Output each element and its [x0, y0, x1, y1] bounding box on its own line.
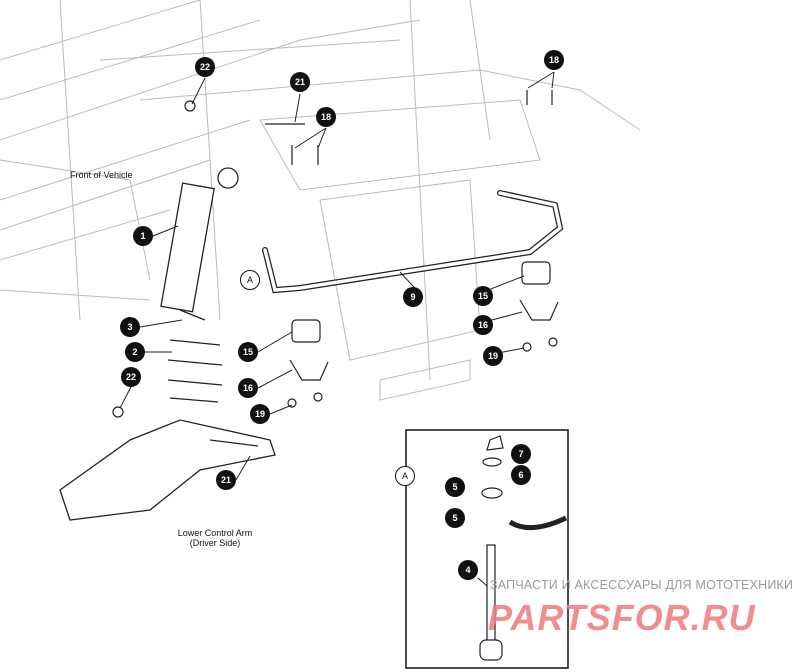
lower-control-arm-label-line1: Lower Control Arm — [177, 528, 253, 538]
watermark-subtitle: ЗАПЧАСТИ И АКСЕССУАРЫ ДЛЯ МОТОТЕХНИКИ — [490, 578, 794, 592]
callout-18: 18 — [316, 107, 336, 127]
callout-2: 2 — [125, 342, 145, 362]
callout-21: 21 — [290, 72, 310, 92]
callout-5: 5 — [445, 508, 465, 528]
lower-control-arm-label-line2: (Driver Side) — [189, 538, 241, 548]
callout-5: 5 — [445, 477, 465, 497]
callout-21: 21 — [216, 470, 236, 490]
frame-lines — [0, 0, 641, 401]
callout-19: 19 — [483, 346, 503, 366]
leader-lines — [119, 71, 555, 587]
lower-control-arm — [59, 419, 276, 521]
callout-1: 1 — [133, 226, 153, 246]
detail-marker-a: A — [240, 270, 260, 290]
callout-7: 7 — [511, 444, 531, 464]
stabilizer-link — [479, 435, 568, 661]
callout-3: 3 — [120, 317, 140, 337]
callout-18: 18 — [544, 50, 564, 70]
detail-a-box — [405, 429, 569, 669]
callout-15: 15 — [473, 286, 493, 306]
fasteners — [112, 90, 553, 418]
callout-16: 16 — [473, 315, 493, 335]
callout-22: 22 — [121, 367, 141, 387]
lower-control-arm-label: Lower Control Arm (Driver Side) — [165, 528, 265, 548]
callout-4: 4 — [458, 560, 478, 580]
callout-22: 22 — [195, 57, 215, 77]
callout-9: 9 — [403, 287, 423, 307]
stabilizer-bar — [262, 190, 564, 294]
callout-19: 19 — [250, 404, 270, 424]
callout-16: 16 — [238, 378, 258, 398]
front-of-vehicle-label: Front of Vehicle — [70, 170, 133, 180]
bushings-brackets — [287, 261, 559, 408]
callout-15: 15 — [238, 342, 258, 362]
watermark-logo: PARTSFOR.RU — [488, 597, 756, 638]
callout-6: 6 — [511, 465, 531, 485]
detail-marker-a: A — [395, 466, 415, 486]
shock-absorber — [160, 167, 239, 441]
